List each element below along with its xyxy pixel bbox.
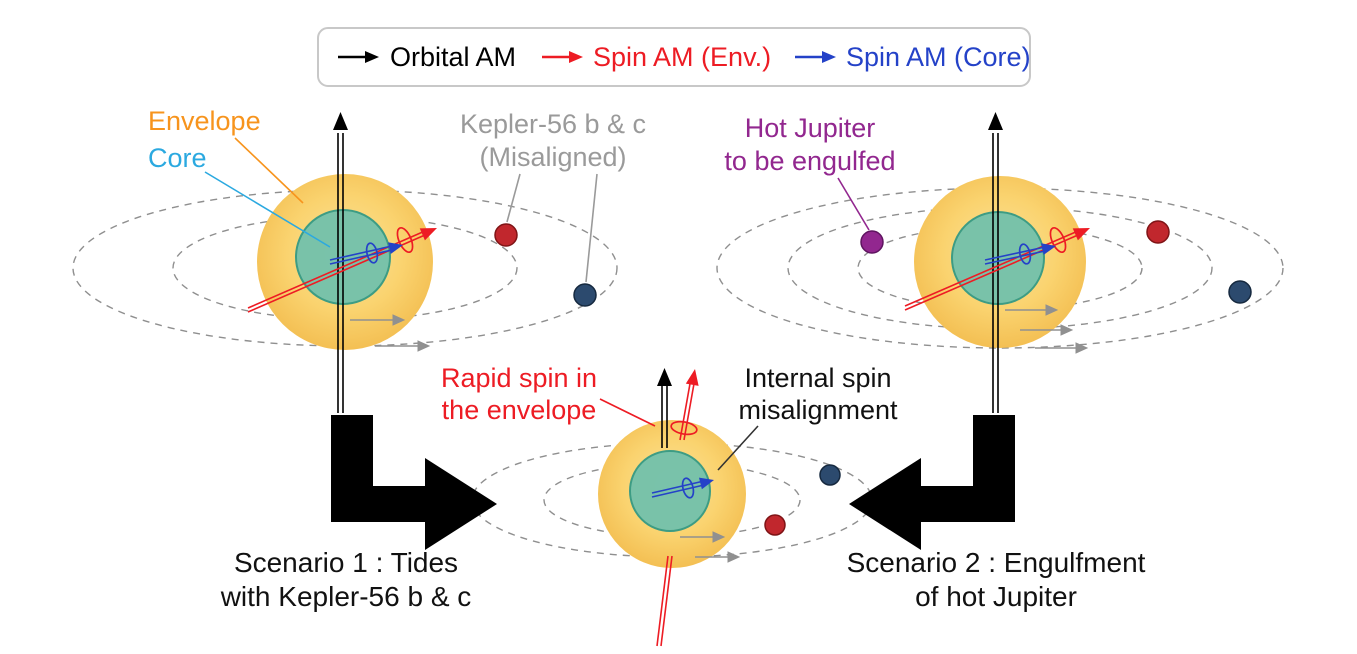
envelope-label: Envelope: [148, 106, 261, 136]
core-label: Core: [148, 143, 207, 173]
planet-hot-jupiter: [860, 230, 884, 254]
right-panel: Hot Jupiter to be engulfed: [716, 112, 1284, 413]
kepler-c-pointer-line: [585, 173, 598, 283]
spin-am-core-arrow-icon: [795, 51, 836, 63]
left-orbit-direction-arrow-icon: [350, 314, 431, 352]
scenario1-caption-line2: with Kepler-56 b & c: [220, 581, 472, 612]
hot-jupiter-sublabel: to be engulfed: [724, 146, 895, 176]
misalignment-pointer-line: [717, 425, 759, 471]
legend-spin-env-label: Spin AM (Env.): [593, 42, 771, 72]
center-spin-env-arrow-icon: [656, 369, 699, 647]
envelope-pointer-line: [234, 137, 304, 204]
planet-kepler56-b: [494, 223, 518, 247]
center-star-core: [629, 450, 711, 532]
rapid-spin-pointer-line: [599, 398, 656, 427]
center-orbital-am-arrow-icon: [657, 368, 672, 448]
rapid-spin-label-line1: Rapid spin in: [441, 363, 597, 393]
scenario2-big-arrow-icon: [849, 415, 1015, 550]
planet-red-right: [1146, 220, 1170, 244]
left-spin-core-arrow-icon: [329, 242, 403, 265]
right-orbit-inner: [857, 225, 1143, 311]
legend-box: Orbital AM Spin AM (Env.) Spin AM (Core): [317, 27, 1031, 87]
legend-spin-core-label: Spin AM (Core): [846, 42, 1031, 72]
center-panel: Rapid spin in the envelope Internal spin…: [441, 363, 898, 647]
misalignment-label-line1: Internal spin: [744, 363, 891, 393]
right-spin-core-arrow-icon: [984, 243, 1056, 265]
legend-orbital-label: Orbital AM: [390, 42, 516, 72]
kepler-planets-sublabel: (Misaligned): [479, 142, 626, 172]
planet-navy-center: [819, 464, 841, 486]
planet-kepler56-c: [573, 283, 597, 307]
center-spin-core-arrow-icon: [651, 477, 714, 499]
spin-am-env-arrow-icon: [542, 51, 583, 63]
scenario2-caption-line1: Scenario 2 : Engulfment: [847, 547, 1146, 578]
core-pointer-line: [204, 171, 331, 248]
misalignment-label-line2: misalignment: [738, 395, 898, 425]
kepler-b-pointer-line: [506, 173, 521, 223]
planet-navy-right: [1228, 280, 1252, 304]
left-panel: Envelope Core Kepler-56 b & c (Misaligne…: [72, 106, 646, 413]
center-orbit-direction-arrow-icon: [680, 531, 741, 563]
right-orbit-direction-arrow-icon: [1005, 304, 1089, 354]
kepler-planets-label: Kepler-56 b & c: [460, 109, 646, 139]
scenario2-caption-line2: of hot Jupiter: [915, 581, 1077, 612]
orbital-am-arrow-icon: [338, 51, 379, 63]
rapid-spin-label-line2: the envelope: [442, 395, 597, 425]
right-orbital-am-arrow-icon: [988, 112, 1003, 413]
hot-jupiter-label: Hot Jupiter: [745, 113, 876, 143]
scenario1-big-arrow-icon: [331, 415, 497, 550]
hot-jupiter-pointer-line: [837, 177, 870, 231]
legend-border: [317, 27, 1031, 87]
planet-red-center: [764, 514, 786, 536]
scenario1-caption-line1: Scenario 1 : Tides: [234, 547, 458, 578]
